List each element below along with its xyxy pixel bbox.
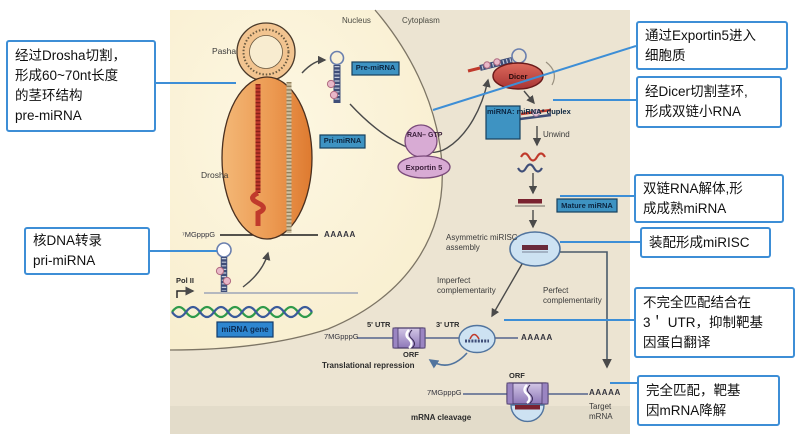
cap-repression-label: 7MGpppG: [324, 332, 359, 341]
repressed-mrna: [357, 324, 518, 369]
perfect-label: Perfect complementarity: [543, 286, 602, 306]
perfect-line2: complementarity: [543, 296, 602, 305]
label-boxes: [216, 61, 618, 338]
nucleus-label: Nucleus: [342, 16, 371, 25]
ran-gtp-shape: [404, 124, 438, 158]
callout-exportin-line2: 细胞质: [645, 47, 686, 63]
callout-drosha-cut-line3: 的茎环结构: [15, 88, 83, 103]
ran-gtp-line2: GTP: [428, 132, 443, 139]
callout-drosha-cut-line4: pre-miRNA: [15, 108, 82, 123]
mirisc-shape: [509, 231, 561, 267]
target-mrna-label: Target mRNA: [589, 402, 613, 422]
imperfect-label: Imperfect complementarity: [437, 276, 496, 296]
drosha-label: Drosha: [201, 170, 229, 180]
duplex-line2: miRNA*: [516, 107, 545, 116]
mirna-duplex-drawing: [519, 108, 552, 121]
callout-mirisc-line1: 装配形成miRISC: [649, 234, 750, 250]
mirna-duplex-label: miRNA: miRNA* duplex: [487, 107, 571, 118]
perfect-path-line: [560, 251, 612, 369]
imperfect-line1: Imperfect: [437, 276, 471, 285]
drosha-shape: [221, 76, 313, 240]
mirna-gene-label: miRNA gene: [221, 324, 269, 334]
callout-imperfect-match: 不完全匹配结合在 3＇ UTR，抑制靶基 因蛋白翻译: [634, 287, 795, 358]
pasha-ring-shape: [236, 22, 296, 82]
callout-unwind-step: 双链RNA解体,形 成成熟miRNA: [634, 174, 784, 223]
exportin5-shape: [397, 155, 451, 179]
mature-mirna-label: Mature miRNA: [561, 200, 613, 210]
perfect-line1: Perfect: [543, 286, 569, 295]
dicer-product-arrow: [523, 90, 535, 105]
asym-line1: Asymmetric miRISC: [446, 233, 518, 242]
callout-perfect-match: 完全匹配，靶基 因mRNA降解: [637, 375, 780, 426]
pre-mirna-hairpin: [326, 50, 345, 103]
callout-perfect-line1: 完全匹配，靶基: [646, 382, 741, 398]
callout-drosha-cut-line1: 经过Drosha切割，: [15, 48, 127, 63]
callout-nuclear-transcription: 核DNA转录 pri-miRNA: [24, 227, 150, 275]
duplex-line3: duplex: [546, 107, 571, 116]
callout-nuclear-tx-line1: 核DNA转录: [33, 233, 103, 248]
asym-mirisc-label: Asymmetric miRISC assembly: [446, 233, 518, 253]
utr5-label: 5' UTR: [367, 320, 391, 329]
callout-dicer-cut-line2: 形成双链小RNA: [645, 104, 742, 119]
callout-dicer-cut: 经Dicer切割茎环, 形成双链小RNA: [636, 76, 782, 128]
asym-line2: assembly: [446, 243, 480, 252]
ran-gtp-line1: RAN–: [407, 132, 427, 139]
target-line2: mRNA: [589, 412, 613, 421]
pre-mirna-label: Pre-miRNA: [355, 63, 396, 72]
callout-drosha-cut-line2: 形成60~70nt长度: [15, 68, 119, 83]
cap-nucleus-label: ⁷MGpppG: [182, 230, 216, 239]
ran-gtp-label: RAN– GTP: [407, 131, 442, 140]
unwind-label: Unwind: [543, 130, 570, 139]
orf-repression-label: ORF: [403, 350, 419, 359]
duplex-line1: miRNA:: [487, 107, 515, 116]
pri-mirna-label: Pri-miRNA: [323, 136, 362, 145]
pol2-transcription: [176, 242, 358, 298]
cap-cleavage-label: 7MGpppG: [427, 388, 462, 397]
callout-mirisc-assembly: 装配形成miRISC: [640, 227, 771, 258]
pasha-label: Pasha: [212, 46, 237, 56]
callout-exportin-line1: 通过Exportin5进入: [645, 27, 757, 43]
callout-imperfect-line2: 3＇ UTR，抑制靶基: [643, 314, 764, 330]
callout-connectors: [150, 45, 640, 384]
imperfect-path-arrow: [491, 263, 523, 318]
cleaved-mrna: [463, 382, 588, 423]
orf-cleavage-label: ORF: [509, 371, 525, 380]
target-line1: Target: [589, 402, 612, 411]
callout-imperfect-line1: 不完全匹配结合在: [643, 294, 751, 310]
dna-helix: [171, 305, 313, 319]
imperfect-line2: complementarity: [437, 286, 496, 295]
translational-repression-label: Translational repression: [322, 361, 415, 370]
callout-unwind-line1: 双链RNA解体,形: [643, 180, 743, 196]
utr3-label: 3' UTR: [436, 320, 460, 329]
polya-repression-label: AAAAA: [521, 333, 553, 342]
callout-exportin-entry: 通过Exportin5进入 细胞质: [636, 21, 788, 70]
callout-nuclear-tx-line2: pri-miRNA: [33, 253, 96, 268]
pol2-label: Pol II: [176, 276, 194, 285]
export-arrows: [301, 55, 491, 154]
callout-dicer-cut-line1: 经Dicer切割茎环,: [645, 84, 748, 99]
unwound-strands: [517, 152, 546, 173]
callout-imperfect-line3: 因蛋白翻译: [643, 334, 711, 350]
polya-nucleus-label: AAAAA: [324, 230, 356, 239]
dicer-label: Dicer: [508, 72, 528, 81]
exportin5-label: Exportin 5: [405, 163, 443, 172]
cytoplasm-label: Cytoplasm: [402, 16, 440, 25]
polya-cleavage-label: AAAAA: [589, 388, 621, 397]
mrna-cleavage-label: mRNA cleavage: [411, 413, 472, 422]
callout-perfect-line2: 因mRNA降解: [646, 402, 727, 418]
callout-unwind-line2: 成成熟miRNA: [643, 200, 727, 216]
callout-drosha-cut: 经过Drosha切割， 形成60~70nt长度 的茎环结构 pre-miRNA: [6, 40, 156, 132]
mature-mirna-bar: [515, 199, 545, 207]
